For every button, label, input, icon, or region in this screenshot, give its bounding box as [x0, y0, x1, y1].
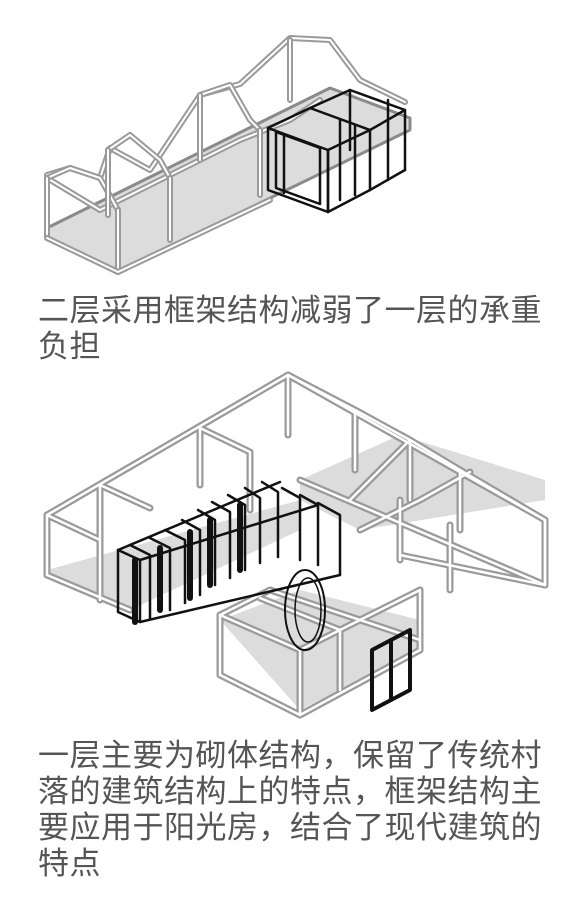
first-floor-structure-diagram [0, 360, 581, 730]
door-frame [370, 628, 412, 712]
sunroom-frame [266, 88, 407, 214]
second-floor-frame-diagram [0, 0, 581, 285]
first-floor-structure-svg [43, 371, 549, 719]
floor-slab-main [47, 500, 300, 610]
timber-frame [116, 480, 342, 624]
timber-posts-thick [132, 502, 243, 625]
caption-second-floor: 二层采用框架结构减弱了一层的承重负担 [38, 293, 542, 365]
round-opening [284, 569, 326, 651]
second-floor-frame-svg [44, 35, 412, 275]
caption-first-floor: 一层主要为砌体结构，保留了传统村落的建筑结构上的特点，框架结构主要应用于阳光房，… [38, 738, 542, 882]
